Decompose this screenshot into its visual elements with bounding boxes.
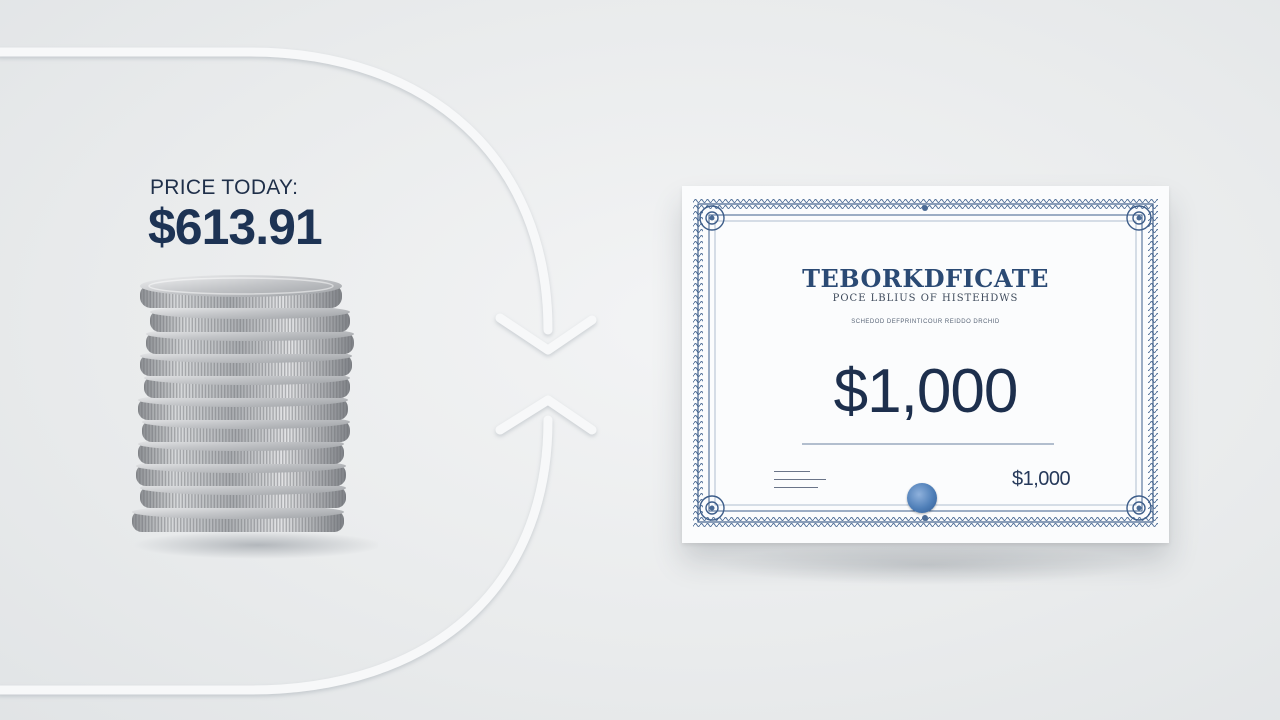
coin-stack-icon bbox=[132, 275, 378, 559]
bond-certificate: TEBORKDFICATE POCE LBLIUS OF HISTEHDWS S… bbox=[682, 186, 1169, 543]
certificate-shadow bbox=[712, 545, 1142, 585]
certificate-corner-amount: $1,000 bbox=[1012, 468, 1071, 490]
price-today-label: PRICE TODAY: bbox=[150, 176, 299, 199]
coin-stack-layers bbox=[132, 275, 354, 532]
certificate-face-amount: $1,000 bbox=[833, 357, 1019, 426]
signature-line bbox=[774, 479, 826, 480]
certificate-fine-print: SCHEDOD DEFPRINTICOUR REIDDO DRCHID bbox=[851, 319, 1000, 325]
certificate-subtitle: POCE LBLIUS OF HISTEHDWS bbox=[832, 293, 1019, 304]
signature-line bbox=[774, 487, 818, 488]
signature-line bbox=[774, 471, 810, 472]
certificate-title: TEBORKDFICATE bbox=[802, 264, 1049, 293]
price-today-value: $613.91 bbox=[148, 199, 323, 255]
seal-icon bbox=[907, 483, 937, 513]
